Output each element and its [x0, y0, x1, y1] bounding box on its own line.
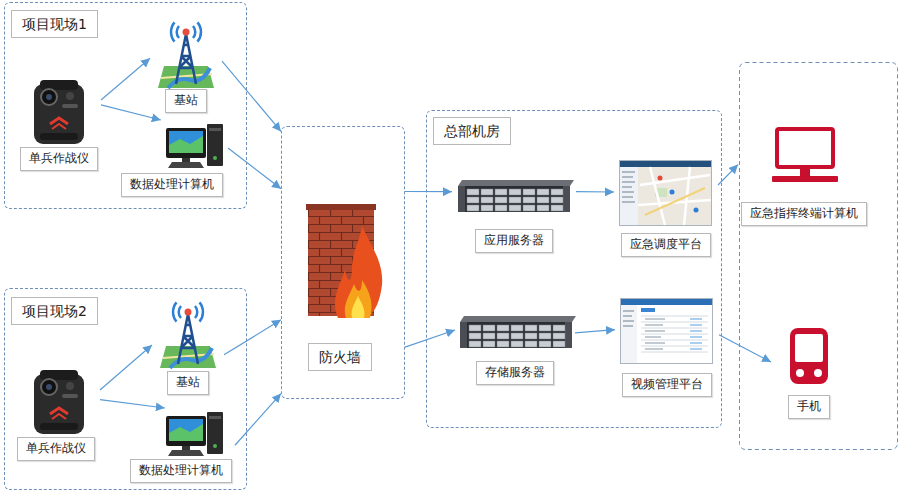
device-label: 数据处理计算机: [121, 173, 223, 197]
connector-arrow: [575, 330, 615, 333]
computer-icon: [166, 124, 223, 168]
connector-arrow: [224, 320, 281, 355]
headquarters-group: 总部机房应用服务器 应急调度平台存储服务器视频管理平台: [426, 110, 722, 428]
connector-arrow: [576, 191, 614, 193]
server-icon: [458, 180, 574, 212]
group-heading: 项目现场2: [11, 297, 98, 325]
group-heading: 总部机房: [433, 117, 511, 145]
base-station-icon: [160, 302, 216, 368]
device-node: 单兵作战仪: [12, 366, 100, 462]
computer-icon: [166, 412, 223, 456]
device-label: 应急指挥终端计算机: [741, 202, 867, 226]
device-node: 数据处理计算机: [116, 120, 228, 198]
device-node: 存储服务器: [455, 316, 575, 386]
connector-arrow: [222, 61, 281, 131]
site-group: 项目现场1 单兵作战仪 基站数据处理计算机: [4, 2, 247, 209]
firewall-icon: [306, 204, 382, 318]
base-station-icon: [158, 22, 214, 88]
device-node: 应急指挥终端计算机: [738, 123, 870, 227]
connector-arrow: [100, 400, 165, 408]
connector-arrow: [101, 58, 150, 100]
device-node: 手机: [771, 325, 847, 420]
device-label: 单兵作战仪: [17, 437, 95, 461]
terminal-icon: [772, 129, 838, 182]
device-label: 应用服务器: [475, 229, 553, 253]
device-label: 基站: [165, 89, 207, 113]
group-heading: 项目现场1: [11, 10, 98, 38]
connector-arrow: [718, 165, 738, 185]
phone-icon: [790, 328, 828, 384]
device-node: 数据处理计算机: [127, 408, 235, 484]
connector-arrow: [405, 330, 455, 347]
connector-arrow: [719, 335, 771, 362]
site-group: 项目现场2 单兵作战仪 基站数据处理计算机: [4, 288, 247, 490]
firewall-group: 防火墙: [281, 126, 405, 399]
device-label: 存储服务器: [476, 361, 554, 385]
device-label: 应急调度平台: [621, 233, 711, 257]
connector-arrow: [405, 191, 452, 192]
video-screenshot: [621, 299, 713, 364]
device-node: 单兵作战仪: [17, 76, 101, 172]
connector-arrow: [235, 394, 281, 446]
device-label: 视频管理平台: [622, 373, 712, 397]
device-label: 手机: [788, 395, 830, 419]
terminal-region: [740, 63, 898, 450]
device-node: 基站: [150, 18, 222, 114]
device-node: 视频管理平台: [615, 296, 719, 398]
dispatch-screenshot: [620, 161, 712, 226]
device-label: 基站: [167, 371, 209, 395]
device-node: 应急调度平台: [614, 158, 718, 258]
device-label: 单兵作战仪: [20, 147, 98, 171]
device-node: 应用服务器: [452, 178, 576, 254]
body-camera-icon: [34, 370, 84, 434]
body-camera-icon: [34, 80, 84, 144]
connector-arrow: [100, 345, 152, 390]
connector-arrow: [228, 148, 281, 189]
device-label: 数据处理计算机: [130, 459, 232, 483]
group-heading: 防火墙: [308, 343, 372, 371]
device-node: 基站: [152, 298, 224, 396]
server-icon: [460, 316, 576, 348]
connector-arrow: [101, 105, 161, 120]
